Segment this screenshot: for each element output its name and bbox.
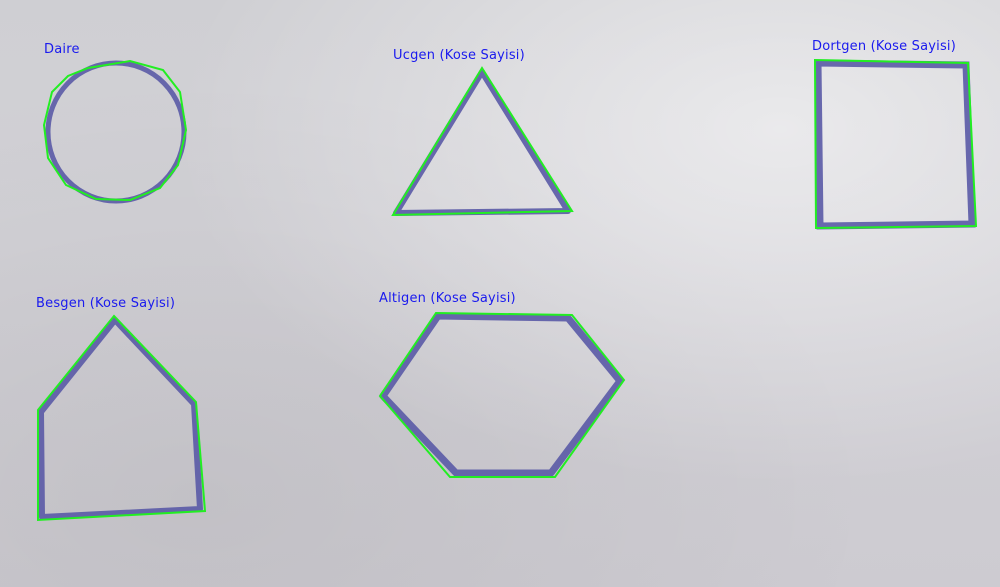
hexagon-contour [378,311,626,478]
triangle-label: Ucgen (Kose Sayisi) [393,48,525,63]
rectangle-label: Dortgen (Kose Sayisi) [812,39,957,54]
triangle-ink-stroke [393,69,571,216]
circle-label: Daire [44,42,80,57]
circle-contour [42,59,188,202]
pentagon-ink-stroke [38,317,203,520]
rectangle-shape [813,58,978,230]
hexagon-ink-stroke [379,312,624,477]
pentagon-contour [37,314,207,522]
hexagon-label: Altigen (Kose Sayisi) [379,291,516,306]
triangle-contour [391,66,574,217]
rectangle-ink-stroke [814,59,976,230]
circle-ink-stroke [45,60,187,204]
rectangle-contour [813,58,978,230]
circle-shape [42,59,188,204]
triangle-shape [391,66,574,217]
pentagon-shape [37,314,207,522]
pentagon-label: Besgen (Kose Sayisi) [36,296,176,311]
hexagon-shape [378,311,626,478]
